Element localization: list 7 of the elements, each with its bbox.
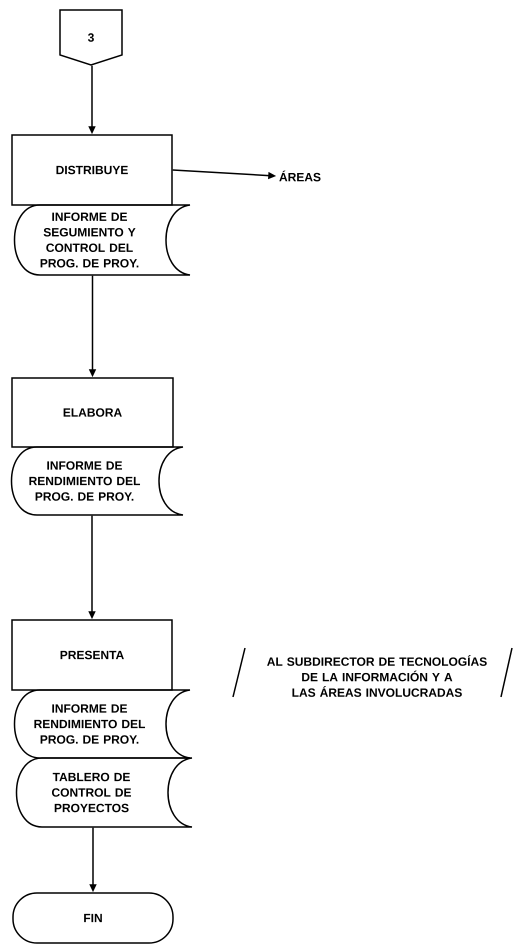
destination-text: ÁREAS: [279, 170, 321, 182]
recipient-note: AL SUBDIRECTOR DE TECNOLOGÍAS DE LA INFORMACIÓN Y A LAS ÁREAS INVOLUCRADAS: [267, 655, 487, 697]
process-box: DISTRIBUYE: [11, 134, 173, 206]
process-box: ELABORA: [11, 377, 174, 448]
off-page-connector: 3: [59, 9, 123, 66]
process-box: PRESENTA: [11, 619, 173, 691]
terminator: FIN: [12, 892, 174, 944]
